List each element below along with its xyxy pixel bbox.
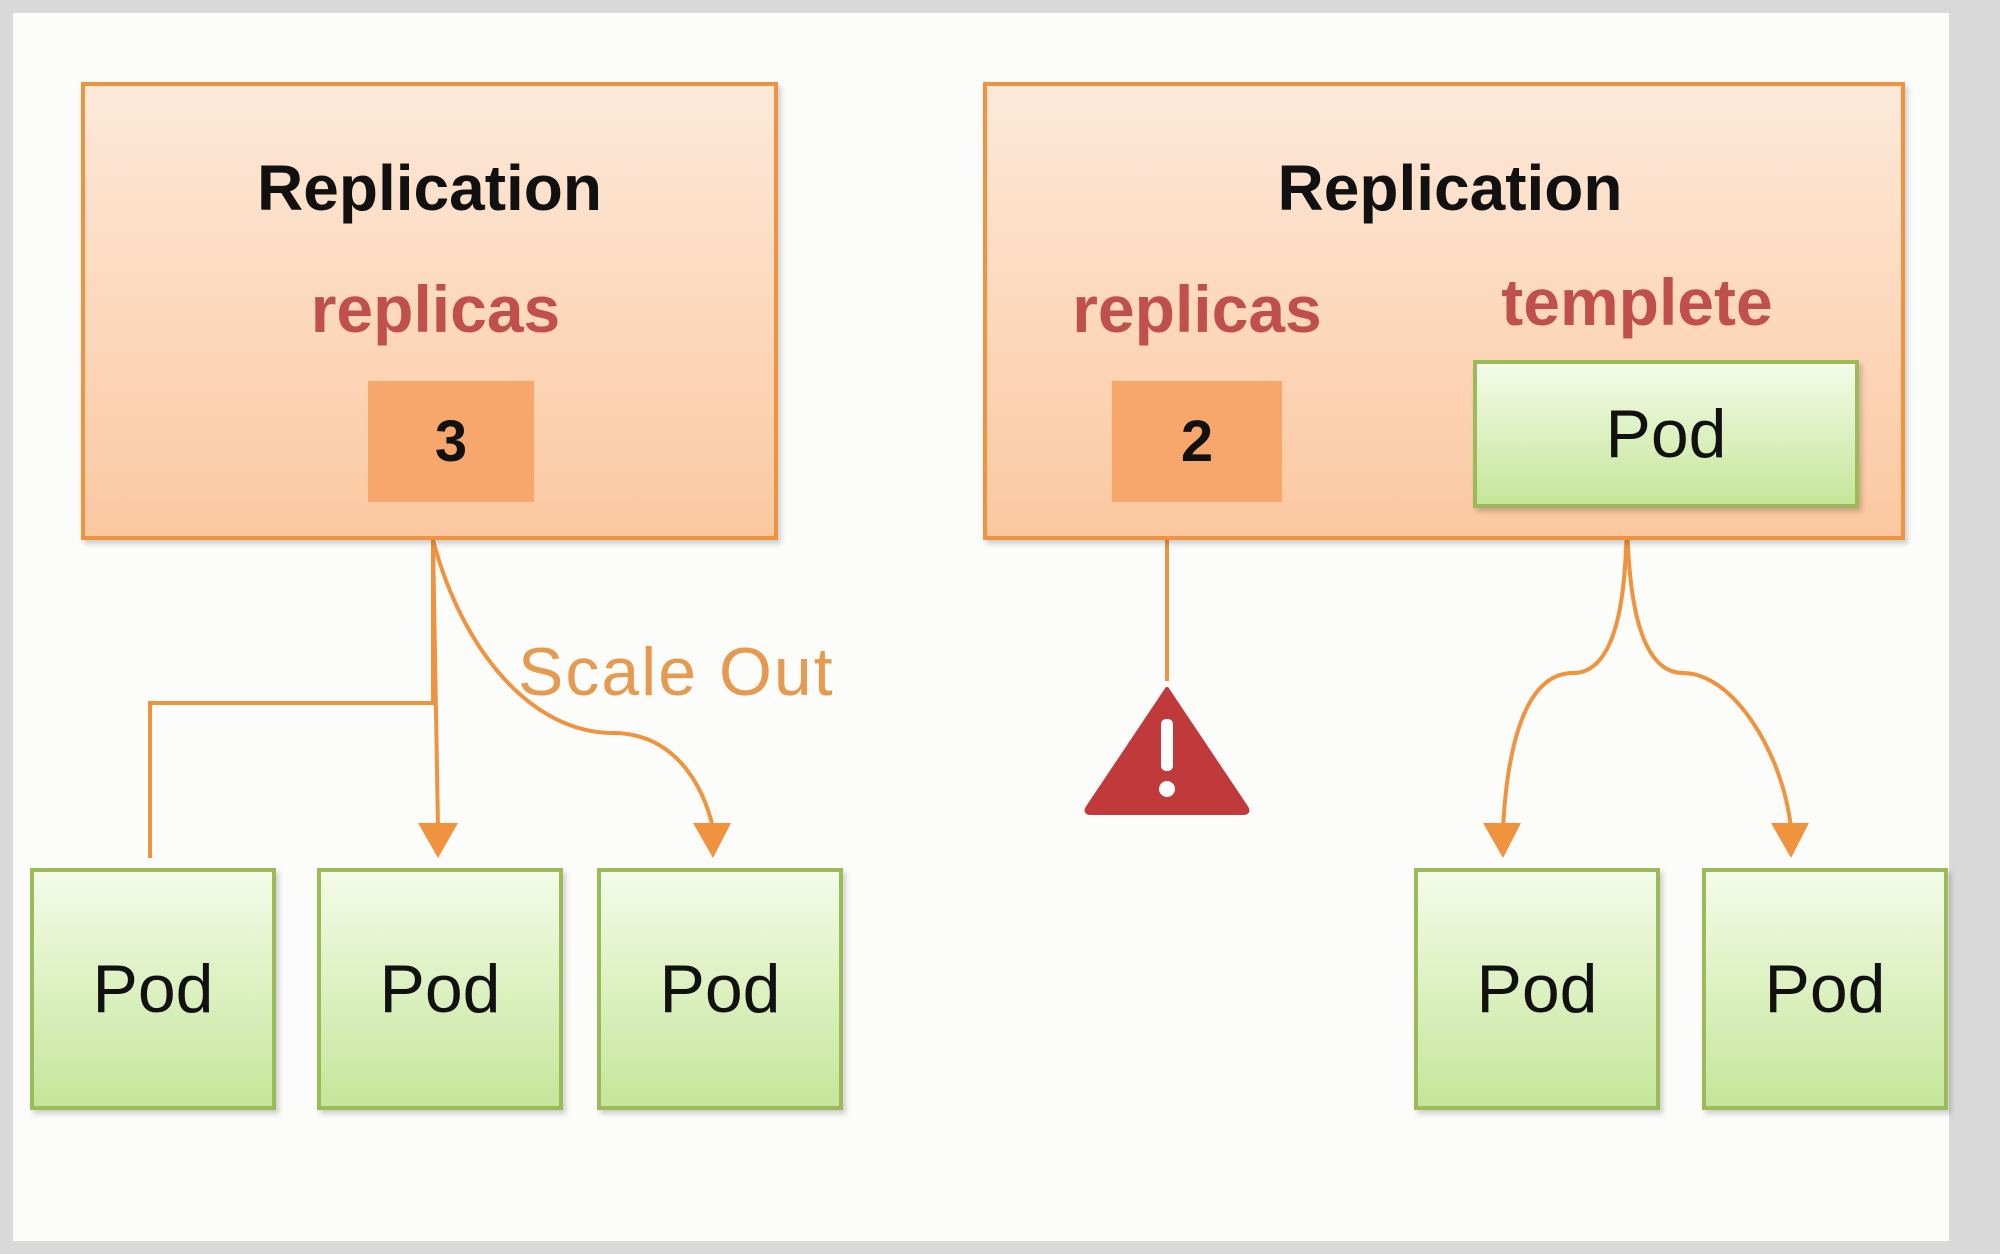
template-label: templete: [1501, 265, 1773, 339]
template-arrow-left-head: [1483, 823, 1521, 858]
left-replicas-value: 3: [368, 381, 534, 502]
diagram-canvas: Replication replicas 3 Scale Out Pod Pod…: [13, 13, 1949, 1241]
warning-triangle-icon: [1084, 687, 1250, 815]
template-arrow-right-head: [1771, 823, 1809, 858]
arrow-to-pod-2-head: [418, 823, 458, 858]
right-pod-1: Pod: [1414, 868, 1660, 1110]
template-pod: Pod: [1473, 360, 1859, 508]
right-controller-title: Replication: [1277, 152, 1623, 224]
left-controller-title: Replication: [257, 152, 602, 224]
arrow-to-pod-2: [431, 539, 440, 829]
scale-out-arrow: [431, 539, 715, 829]
left-pod-2: Pod: [317, 868, 563, 1110]
left-pod-1: Pod: [30, 868, 276, 1110]
scale-out-arrow-head: [693, 823, 731, 858]
right-replicas-value: 2: [1112, 381, 1282, 502]
left-pod-3: Pod: [597, 868, 843, 1110]
template-arrow-left: [1501, 502, 1629, 829]
right-replicas-label: replicas: [1072, 272, 1322, 346]
right-pod-2: Pod: [1702, 868, 1948, 1110]
existing-pod-connector: [148, 540, 435, 858]
scale-out-label: Scale Out: [518, 634, 835, 710]
left-replicas-label: replicas: [310, 272, 561, 346]
left-replication-controller: Replication replicas 3: [81, 82, 778, 540]
template-arrow-right: [1625, 502, 1793, 829]
